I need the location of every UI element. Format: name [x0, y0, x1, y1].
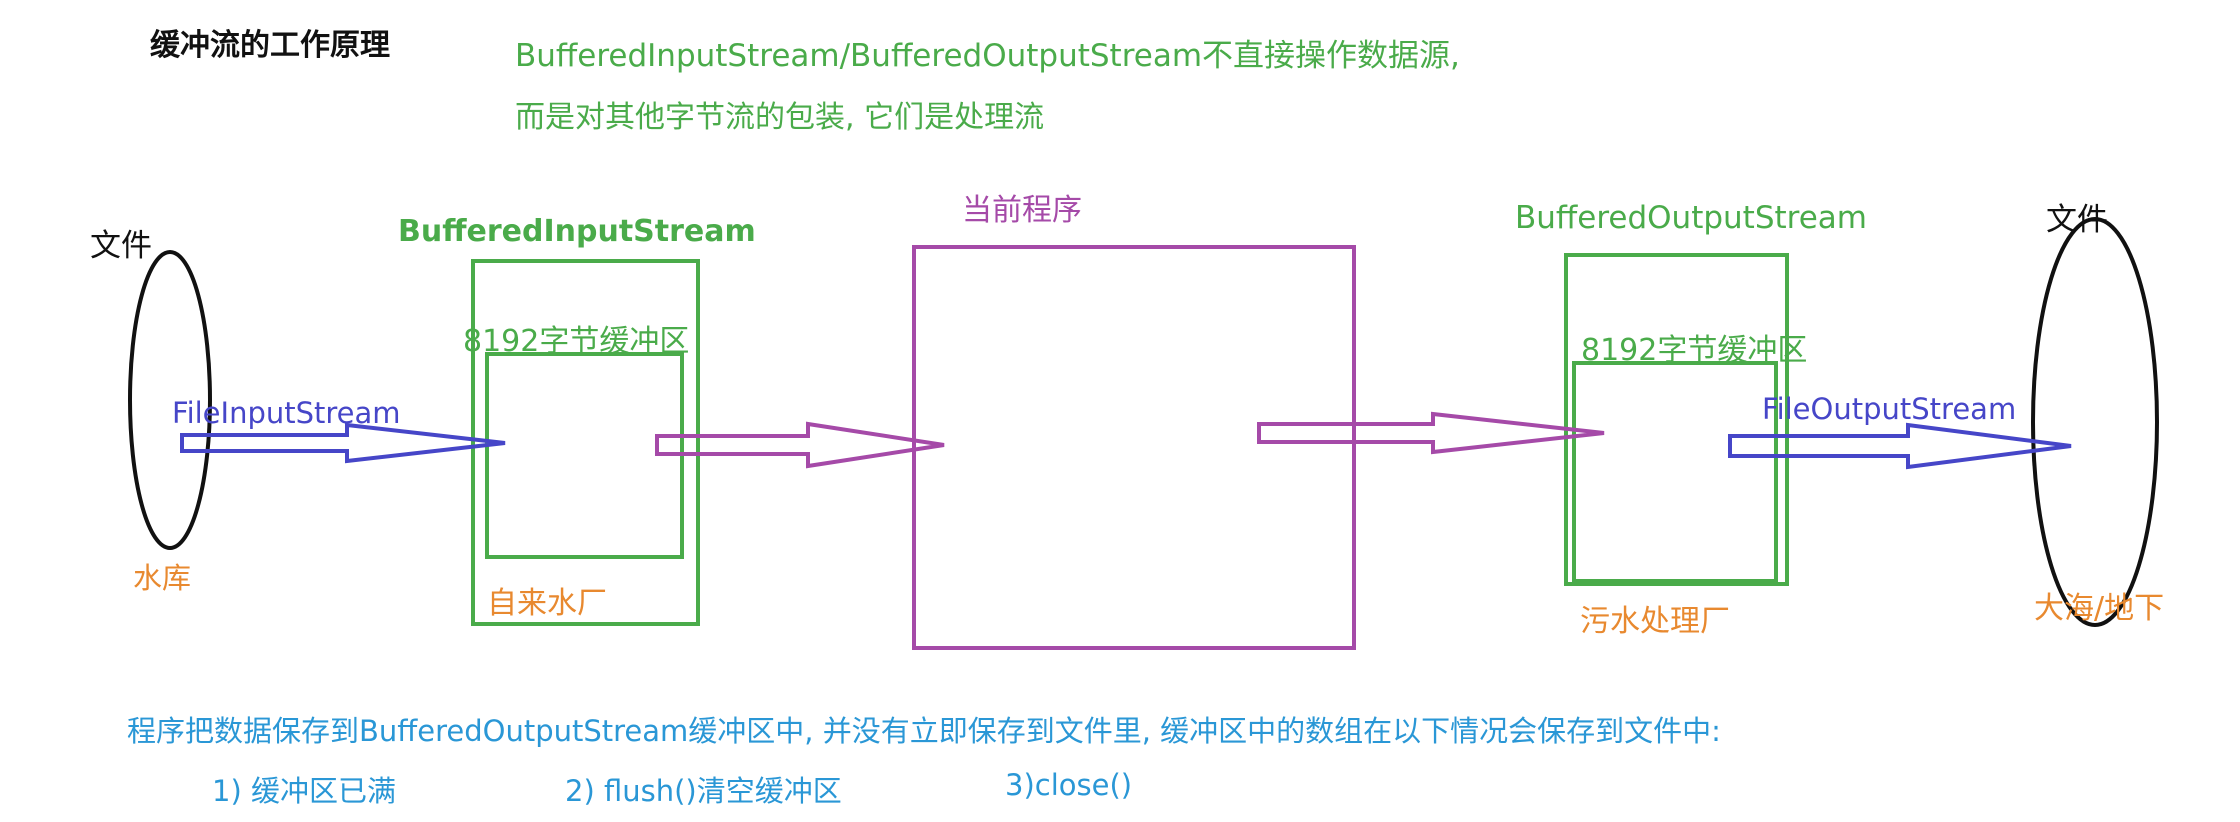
buffered-input-caption: 自来水厂	[487, 586, 607, 621]
left-file-ellipse	[128, 250, 212, 550]
notes-case-2: 2) flush()清空缓冲区	[565, 774, 842, 808]
input-to-program-arrow	[655, 421, 945, 469]
program-box	[912, 245, 1356, 650]
right-file-ellipse	[2031, 217, 2159, 627]
right-file-label: 文件	[2046, 202, 2108, 238]
buffered-input-buffer-label: 8192字节缓冲区	[463, 324, 690, 359]
page-title: 缓冲流的工作原理	[150, 28, 390, 63]
buffered-output-buffer-label: 8192字节缓冲区	[1581, 333, 1808, 368]
buffered-output-stream-label: BufferedOutputStream	[1515, 200, 1868, 236]
buffered-input-buffer-box	[485, 352, 684, 559]
left-file-label: 文件	[90, 228, 152, 264]
left-file-caption: 水库	[133, 561, 192, 595]
description-line-1: BufferedInputStream/BufferedOutputStream…	[515, 38, 1460, 74]
buffered-output-caption: 污水处理厂	[1580, 604, 1730, 639]
file-output-stream-label: FileOutputStream	[1762, 392, 2017, 426]
notes-main: 程序把数据保存到BufferedOutputStream缓冲区中, 并没有立即保…	[127, 714, 1721, 748]
buffered-input-outer-box	[471, 259, 700, 626]
right-file-caption: 大海/地下	[2034, 591, 2165, 626]
buffered-output-buffer-box	[1572, 361, 1778, 583]
buffered-input-stream-label: BufferedInputStream	[398, 214, 756, 249]
file-input-stream-arrow	[180, 422, 506, 464]
program-label: 当前程序	[962, 193, 1082, 228]
notes-case-1: 1) 缓冲区已满	[212, 774, 396, 808]
program-to-output-arrow	[1257, 411, 1605, 455]
description-line-2: 而是对其他字节流的包装, 它们是处理流	[515, 100, 1045, 135]
notes-case-3: 3)close()	[1005, 768, 1133, 802]
file-input-stream-label: FileInputStream	[172, 396, 401, 430]
buffered-output-outer-box	[1564, 253, 1789, 586]
file-output-stream-arrow	[1728, 422, 2072, 470]
